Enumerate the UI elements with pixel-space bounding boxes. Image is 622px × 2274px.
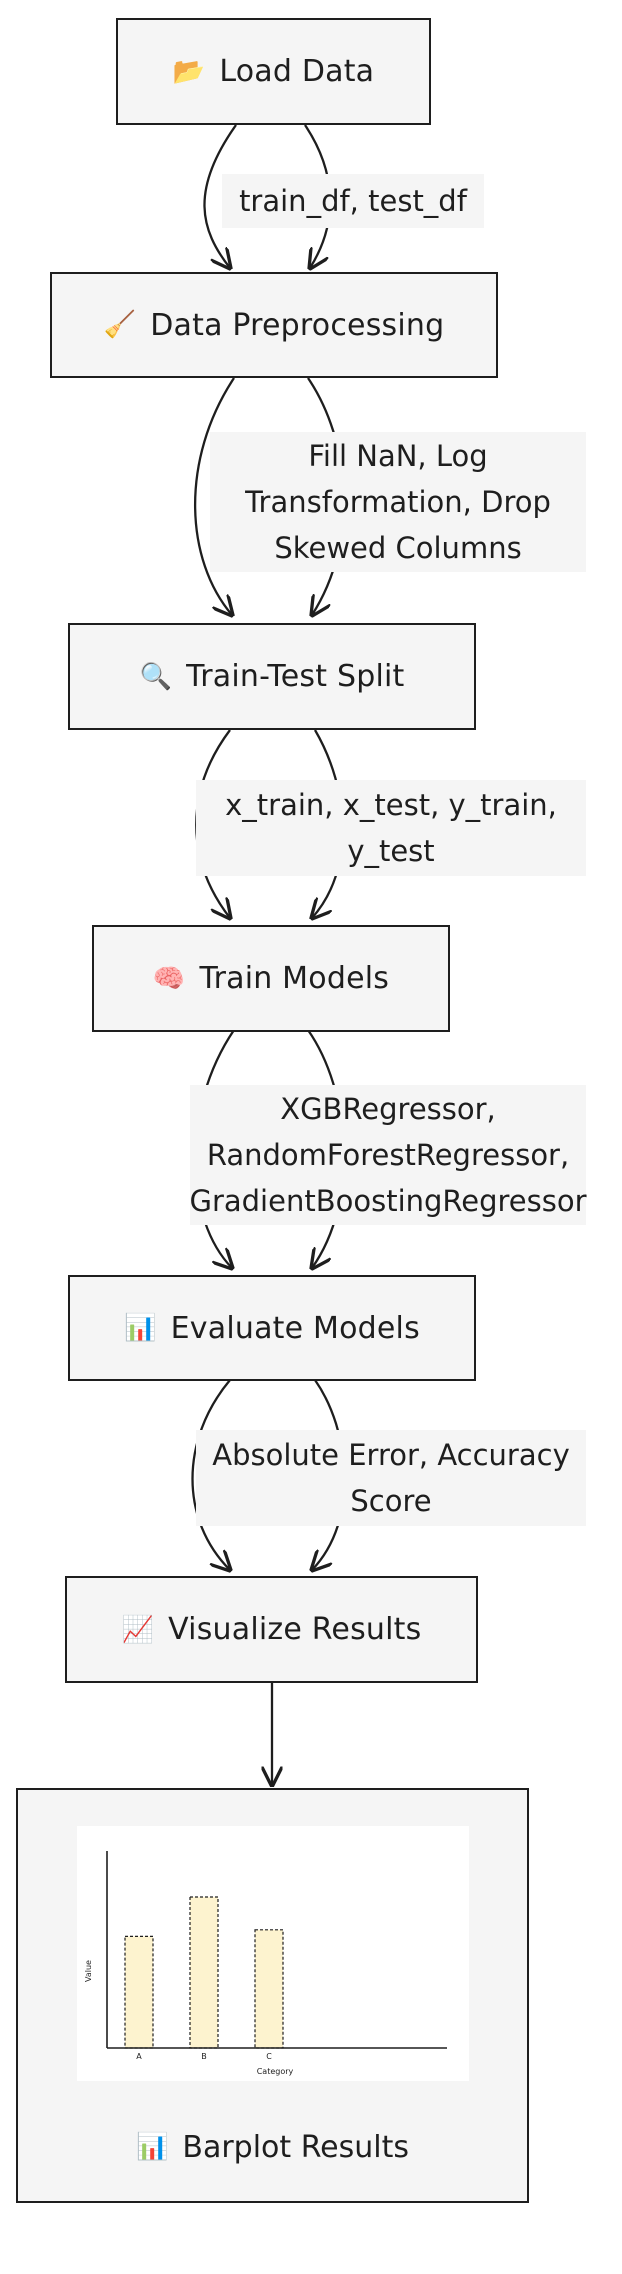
edge-label-split-train: x_train, x_test, y_train, y_test: [196, 780, 586, 876]
node-evaluate-models[interactable]: 📊 Evaluate Models: [68, 1275, 476, 1381]
node-load-data[interactable]: 📂 Load Data: [116, 18, 431, 125]
barplot-caption: 📊 Barplot Results: [18, 2120, 527, 2174]
edge-label-load-preprocess: train_df, test_df: [222, 174, 484, 228]
x-axis-label: Category: [257, 2067, 294, 2076]
broom-icon: 🧹: [103, 310, 137, 340]
edge-preprocess-split-left: [194, 377, 234, 615]
node-label: Train Models: [199, 961, 390, 996]
edge-load-preprocess-left: [203, 124, 237, 268]
bar-chart-icon: 📊: [135, 2132, 169, 2162]
bar-a: [124, 1935, 154, 2049]
bar-chart-icon: 📊: [124, 1313, 157, 1343]
x-tick-label: C: [266, 2052, 272, 2061]
edge-evaluate-visualize-left: [191, 1379, 231, 1570]
node-barplot-results[interactable]: A B C Value Category 📊 Barplot Results: [16, 1788, 529, 2203]
node-label: Barplot Results: [182, 2129, 410, 2165]
node-label: Data Preprocessing: [150, 307, 445, 343]
x-tick-label: A: [136, 2052, 142, 2061]
folder-icon: 📂: [172, 56, 206, 87]
node-label: Load Data: [219, 54, 375, 89]
brain-icon: 🧠: [152, 963, 186, 994]
node-train-models[interactable]: 🧠 Train Models: [92, 925, 450, 1032]
bar-c: [254, 1929, 284, 2049]
bar-b: [189, 1896, 219, 2049]
barplot-svg: A B C Value Category: [84, 1851, 447, 2076]
x-tick-label: B: [201, 2052, 207, 2061]
node-label: Visualize Results: [168, 1612, 422, 1647]
barplot-image: A B C Value Category: [77, 1826, 469, 2081]
edge-label-evaluate-visualize: Absolute Error, Accuracy Score: [196, 1430, 586, 1526]
node-train-test-split[interactable]: 🔍 Train-Test Split: [68, 623, 476, 730]
edge-label-preprocess-split: Fill NaN, Log Transformation, Drop Skewe…: [210, 432, 586, 572]
magnifier-icon: 🔍: [139, 661, 173, 692]
y-axis-label: Value: [84, 1960, 93, 1982]
line-chart-icon: 📈: [121, 1614, 155, 1645]
edge-label-train-evaluate: XGBRegressor, RandomForestRegressor, Gra…: [189, 1085, 587, 1225]
node-data-preprocessing[interactable]: 🧹 Data Preprocessing: [50, 272, 498, 378]
node-label: Evaluate Models: [170, 1310, 420, 1346]
node-label: Train-Test Split: [186, 659, 405, 694]
node-visualize-results[interactable]: 📈 Visualize Results: [65, 1576, 478, 1683]
